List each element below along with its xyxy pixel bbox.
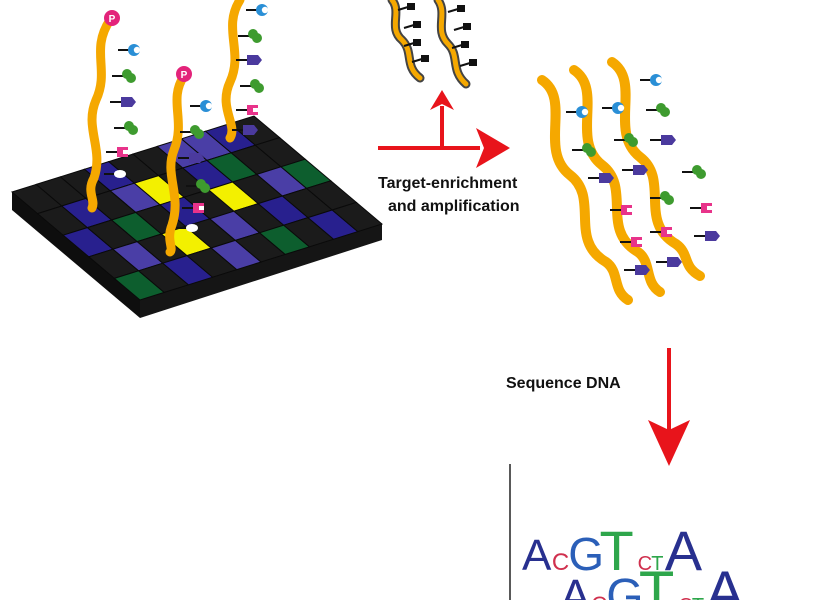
sequence-label: Sequence DNA bbox=[506, 375, 621, 392]
nucleotide-base-icon bbox=[646, 103, 670, 117]
enrichment-arrow-icon bbox=[378, 90, 510, 168]
nucleotide-base-icon bbox=[650, 191, 674, 205]
sequence-logo: ACGTCTAACGTCTA bbox=[522, 519, 745, 600]
amplified-bases bbox=[566, 74, 720, 275]
nucleotide-base-icon bbox=[602, 102, 625, 114]
nucleotide-base-icon bbox=[114, 121, 138, 135]
nucleotide-base-icon bbox=[650, 135, 676, 145]
microarray-chip bbox=[10, 115, 384, 318]
nucleotide-base-icon bbox=[190, 100, 213, 112]
phosphate-marker-icon: P bbox=[104, 10, 120, 26]
nucleotide-base-icon bbox=[403, 39, 421, 47]
enrichment-label: Target-enrichment and amplification bbox=[378, 172, 548, 218]
logo-letter-a: A bbox=[522, 531, 552, 580]
nucleotide-base-icon bbox=[178, 153, 204, 163]
nucleotide-base-icon bbox=[236, 55, 262, 65]
amplified-strand-3 bbox=[607, 57, 705, 281]
dna-strand-3 bbox=[221, 0, 245, 143]
nucleotide-base-icon bbox=[238, 29, 262, 43]
logo-letter-a: A bbox=[706, 560, 745, 600]
nucleotide-base-icon bbox=[104, 170, 126, 178]
nucleotide-base-icon bbox=[186, 179, 210, 193]
dna-strand-1 bbox=[86, 15, 115, 213]
nucleotide-base-icon bbox=[451, 41, 469, 49]
logo-letter-c: C bbox=[591, 592, 607, 600]
nucleotide-base-icon bbox=[690, 203, 712, 213]
small-strands bbox=[387, 0, 477, 89]
dna-strand-2 bbox=[165, 71, 189, 257]
logo-letter-c: C bbox=[552, 549, 569, 576]
nucleotide-base-icon bbox=[447, 5, 465, 13]
phosphate-marker-icon: P bbox=[176, 66, 192, 82]
logo-letter-t: T bbox=[639, 560, 674, 600]
nucleotide-base-icon bbox=[240, 79, 264, 93]
chip-side-front bbox=[140, 224, 382, 318]
logo-letter-t: T bbox=[600, 519, 634, 582]
nucleotide-base-icon bbox=[180, 125, 204, 139]
chip-bases bbox=[104, 4, 269, 232]
phosphate-label: P bbox=[109, 14, 116, 25]
nucleotide-base-icon bbox=[620, 237, 642, 247]
enrichment-label-line1: Target-enrichment bbox=[378, 175, 518, 192]
small-strand-2-core bbox=[435, 0, 469, 87]
logo-letter-t: T bbox=[692, 595, 704, 600]
nucleotide-base-icon bbox=[182, 203, 204, 213]
logo-letter-a: A bbox=[560, 570, 591, 600]
nucleotide-base-icon bbox=[640, 74, 663, 86]
enrichment-label-line2: and amplification bbox=[388, 198, 520, 215]
nucleotide-base-icon bbox=[246, 4, 269, 16]
amplified-strands bbox=[537, 57, 720, 305]
small-strand-1-core bbox=[389, 0, 423, 81]
nucleotide-base-icon bbox=[694, 231, 720, 241]
nucleotide-base-icon bbox=[624, 265, 650, 275]
nucleotide-base-icon bbox=[459, 59, 477, 67]
logo-letter-t: T bbox=[651, 553, 663, 575]
nucleotide-base-icon bbox=[614, 133, 638, 147]
logo-letter-g: G bbox=[606, 570, 643, 600]
nucleotide-base-icon bbox=[656, 257, 682, 267]
nucleotide-base-icon bbox=[118, 44, 141, 56]
nucleotide-base-icon bbox=[411, 55, 429, 63]
nucleotide-base-icon bbox=[403, 21, 421, 29]
nucleotide-base-icon bbox=[232, 125, 258, 135]
sequence-logo-icon: ACGTCTAACGTCTA bbox=[509, 464, 745, 600]
chip-side-left bbox=[12, 192, 140, 318]
nucleotide-base-icon bbox=[610, 205, 632, 215]
nucleotide-base-icon bbox=[682, 165, 706, 179]
nucleotide-base-icon bbox=[397, 3, 415, 11]
nucleotide-base-icon bbox=[650, 227, 672, 237]
logo-letter-c: C bbox=[638, 553, 652, 575]
nucleotide-base-icon bbox=[453, 23, 471, 31]
grid-cell bbox=[331, 201, 384, 233]
logo-letter-a: A bbox=[665, 519, 703, 582]
sequence-arrow-icon bbox=[648, 348, 690, 466]
nucleotide-base-icon bbox=[110, 97, 136, 107]
chip-strands: P P bbox=[86, 0, 269, 257]
nucleotide-base-icon bbox=[622, 165, 648, 175]
nucleotide-base-icon bbox=[566, 106, 589, 118]
amplified-strand-1 bbox=[537, 75, 633, 305]
nucleotide-base-icon bbox=[236, 105, 258, 115]
nucleotide-base-icon bbox=[588, 173, 614, 183]
logo-letter-g: G bbox=[568, 528, 604, 580]
phosphate-label: P bbox=[181, 70, 188, 81]
logo-letter-c: C bbox=[678, 595, 692, 600]
nucleotide-base-icon bbox=[176, 224, 198, 232]
nucleotide-base-icon bbox=[572, 143, 596, 157]
nucleotide-base-icon bbox=[106, 147, 128, 157]
nucleotide-base-icon bbox=[112, 69, 136, 83]
small-bases bbox=[397, 3, 477, 67]
